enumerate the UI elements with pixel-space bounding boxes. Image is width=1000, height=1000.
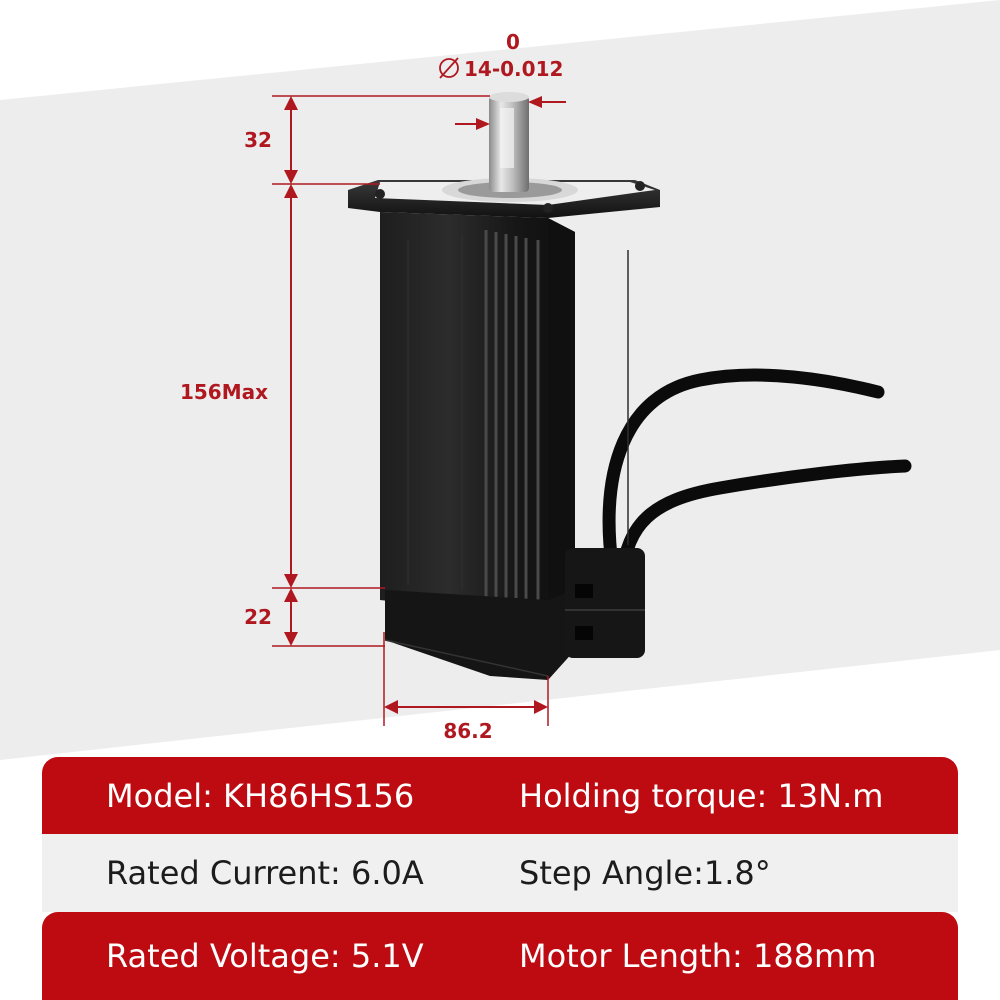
shaft-length-label: 32: [244, 128, 272, 152]
spec-model: Model: KH86HS156: [106, 776, 415, 815]
spec-holding-torque: Holding torque: 13N.m: [519, 776, 884, 815]
flange-width-label: 86.2: [443, 719, 492, 743]
shaft-tolerance-label: 0: [506, 30, 520, 54]
stepper-motor-image: [348, 92, 912, 680]
cable-upper: [602, 368, 885, 572]
spec-rated-voltage: Rated Voltage: 5.1V: [106, 937, 424, 975]
spec-row-2: Rated Current: 6.0A Step Angle:1.8°: [42, 834, 958, 912]
motor-body: [380, 212, 575, 618]
rear-end-cap: [385, 590, 575, 680]
dimension-lines: [272, 95, 566, 726]
spec-rated-current: Rated Current: 6.0A: [106, 854, 424, 892]
diameter-icon: [439, 57, 459, 79]
cable-lower: [615, 459, 912, 582]
spec-step-angle: Step Angle:1.8°: [519, 854, 771, 892]
spec-row-3: Rated Voltage: 5.1V Motor Length: 188mm: [42, 912, 958, 1000]
shaft-diameter-label: 14-0.012: [464, 57, 563, 81]
cable-gland: [565, 548, 645, 658]
body-length-label: 156Max: [180, 380, 268, 404]
spec-motor-length: Motor Length: 188mm: [519, 937, 877, 975]
rear-length-label: 22: [244, 605, 272, 629]
spec-row-1: Model: KH86HS156 Holding torque: 13N.m: [42, 757, 958, 834]
